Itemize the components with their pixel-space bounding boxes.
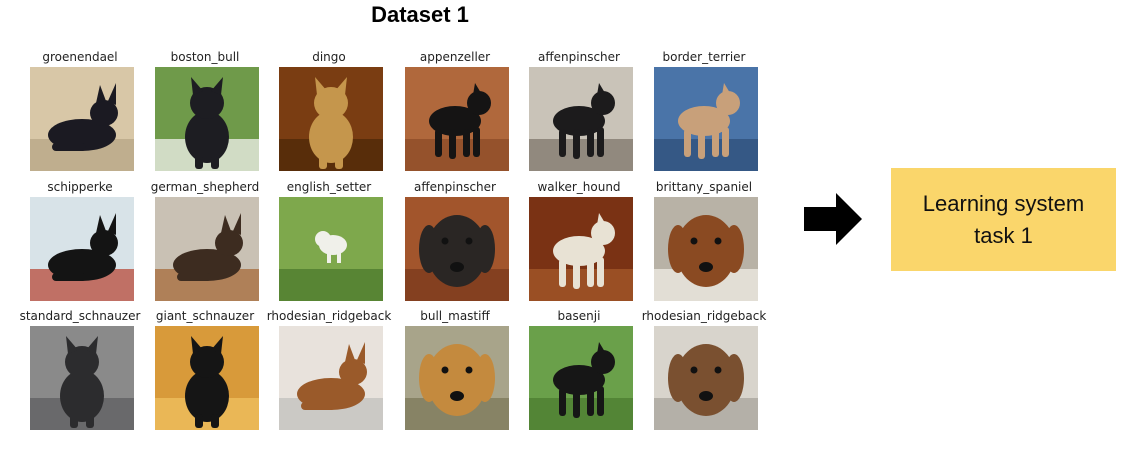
dog-photo [279, 197, 383, 301]
breed-label: standard_schnauzer [19, 309, 141, 323]
dog-photo [155, 67, 259, 171]
breed-label: english_setter [286, 180, 372, 194]
breed-label: rhodesian_ridgeback [641, 309, 767, 323]
dog-photo [30, 326, 134, 430]
dog-photo [279, 326, 383, 430]
dog-photo [30, 197, 134, 301]
breed-label: groenendael [42, 50, 118, 64]
breed-label: rhodesian_ridgeback [266, 309, 392, 323]
breed-label: bull_mastiff [420, 309, 490, 323]
dog-photo [654, 197, 758, 301]
breed-label: affenpinscher [414, 180, 496, 194]
dog-photo [279, 67, 383, 171]
breed-label: german_shepherd [150, 180, 260, 194]
dog-photo [529, 326, 633, 430]
dog-photo [405, 67, 509, 171]
breed-label: schipperke [47, 180, 113, 194]
dog-photo [529, 67, 633, 171]
dog-photo [405, 326, 509, 430]
dog-photo [529, 197, 633, 301]
breed-label: affenpinscher [538, 50, 620, 64]
dog-photo [654, 67, 758, 171]
learning-system-box: Learning system task 1 [891, 168, 1116, 271]
breed-label: basenji [557, 309, 601, 323]
breed-label: border_terrier [662, 50, 746, 64]
dog-photo [155, 197, 259, 301]
breed-label: walker_hound [537, 180, 621, 194]
dog-photo [30, 67, 134, 171]
breed-label: boston_bull [170, 50, 240, 64]
dog-photo [654, 326, 758, 430]
dog-photo [405, 197, 509, 301]
breed-label: giant_schnauzer [155, 309, 255, 323]
dataset-title: Dataset 1 [371, 2, 469, 27]
breed-label: dingo [312, 50, 346, 64]
right-arrow-icon [804, 193, 862, 245]
learning-system-label-line2: task 1 [974, 222, 1033, 248]
breed-label: appenzeller [419, 50, 491, 64]
dog-photo [155, 326, 259, 430]
learning-system-label-line1: Learning system [922, 190, 1085, 216]
breed-label: brittany_spaniel [655, 180, 753, 194]
